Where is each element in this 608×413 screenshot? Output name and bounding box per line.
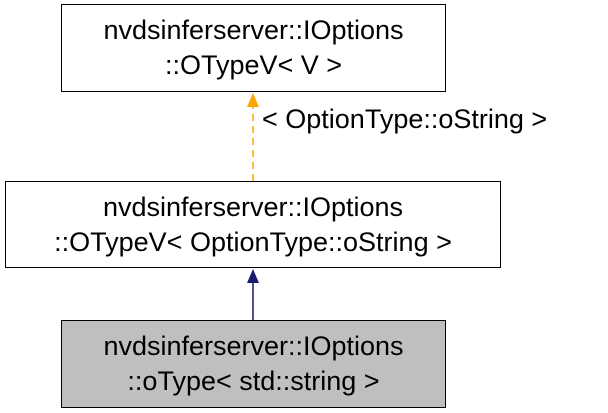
- template-edge-label: < OptionType::oString >: [262, 104, 548, 134]
- class-node-name-line: ::OTypeV< OptionType::oString >: [54, 226, 452, 257]
- class-node-name-line: nvdsinferserver::IOptions: [103, 15, 404, 45]
- class-node-name-line: ::OTypeV< V >: [164, 50, 343, 80]
- template-edge-arrowhead: [247, 93, 259, 107]
- class-node-name-line: ::oType< std::string >: [127, 366, 380, 396]
- class-node-otypev-template[interactable]: nvdsinferserver::IOptions ::OTypeV< V >: [61, 4, 446, 92]
- class-node-otype-string: nvdsinferserver::IOptions ::oType< std::…: [61, 320, 446, 408]
- class-node-name-line: nvdsinferserver::IOptions: [103, 331, 404, 361]
- class-node-otypev-ostring[interactable]: nvdsinferserver::IOptions ::OTypeV< Opti…: [5, 181, 501, 268]
- inheritance-edge-arrowhead: [247, 269, 259, 283]
- class-node-name-line: nvdsinferserver::IOptions: [102, 191, 404, 222]
